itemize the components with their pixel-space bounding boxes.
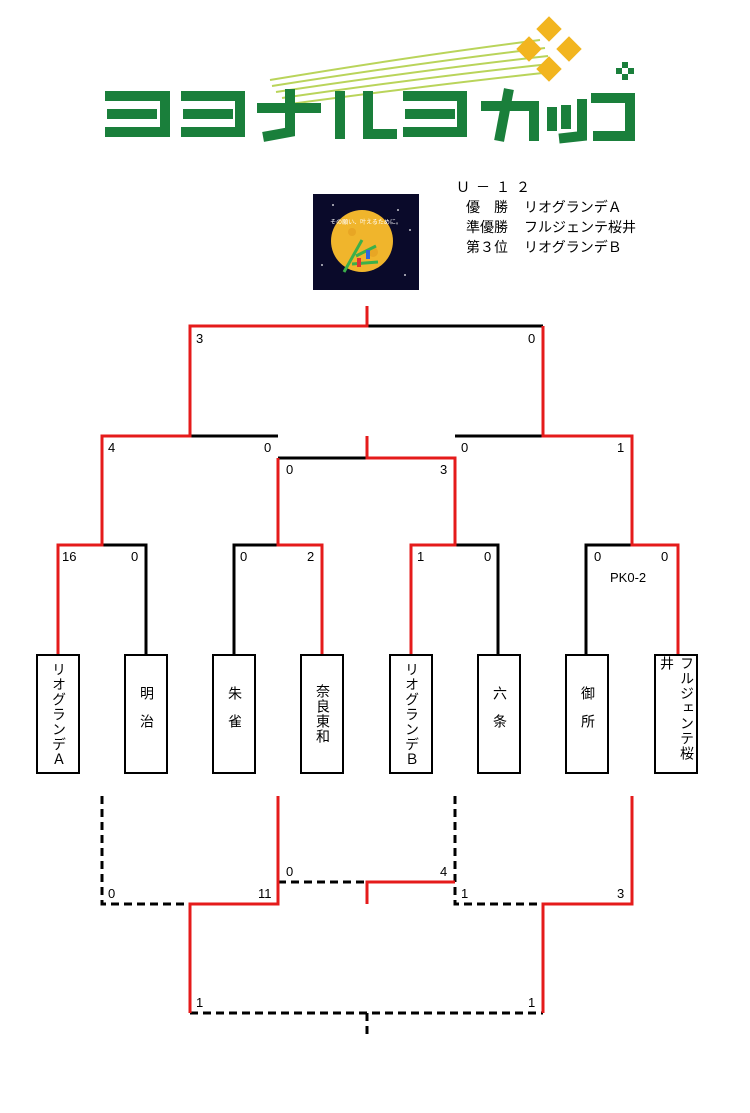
team-name: リオグランデＢ [403,661,419,767]
results-row-third: 第３位リオグランデＢ [456,238,636,258]
score-lower-center-left: 0 [286,864,293,879]
score-r2m1-left: 4 [108,440,115,455]
results-category-row: Ｕ－１２ [456,178,636,198]
score-third-left: 1 [196,995,203,1010]
score-r1m4-right: 0 [661,549,668,564]
score-lower-center-right: 4 [440,864,447,879]
team-name: 六条 [491,686,507,742]
team-name: フルジェンテ桜井 [658,656,694,761]
score-lower-m1-right: 11 [258,886,272,901]
team-box-meiji: 明治 [124,654,168,774]
bracket-lines-upper [102,324,632,654]
team-name: 明治 [138,686,154,742]
team-name: 御所 [579,686,595,742]
score-r1m1-right: 0 [131,549,138,564]
bracket-lines-lower-winner [188,796,634,1013]
score-lower-m2-left: 1 [461,886,468,901]
score-semi-right: 3 [440,462,447,477]
results-team-champion: リオグランデＡ [524,200,622,216]
score-lower-m1-left: 0 [108,886,115,901]
results-category: Ｕ－１２ [456,180,536,196]
team-box-suzaku: 朱雀 [212,654,256,774]
logo: タナバタカップ [105,16,635,151]
results-team-third: リオグランデＢ [524,240,622,256]
results-row-runner-up: 準優勝フルジェンテ桜井 [456,218,636,238]
results-row-champion: 優 勝リオグランデＡ [456,198,636,218]
score-r1m2-left: 0 [240,549,247,564]
logo-title: タナバタカップ [367,148,374,151]
score-r1m4-left: 0 [594,549,601,564]
results-label-champion: 優 勝 [466,200,508,216]
bracket-lines-lower-dashed [100,796,543,1036]
team-box-nara-towa: 奈良東和 [300,654,344,774]
team-name: 朱雀 [226,686,242,742]
score-r2m1-right: 0 [264,440,271,455]
results-summary: Ｕ－１２ 優 勝リオグランデＡ 準優勝フルジェンテ桜井 第３位リオグランデＢ [456,178,636,258]
score-final-right: 0 [528,331,535,346]
score-r2m2-right: 1 [617,440,624,455]
pk-note: PK0-2 [610,570,647,585]
star-icon [516,16,582,82]
results-team-runner-up: フルジェンテ桜井 [524,220,636,236]
results-label-third: 第３位 [466,240,508,256]
team-box-gose: 御所 [565,654,609,774]
results-label-runner-up: 準優勝 [466,220,508,236]
team-box-furujente-sakurai: フルジェンテ桜井 [654,654,698,774]
banner-caption: その願い、叶えるために。 [330,218,402,226]
team-box-rio-grande-a: リオグランデＡ [36,654,80,774]
sparkle-icon [616,62,634,80]
score-r2m2-left: 0 [461,440,468,455]
score-lower-m2-right: 3 [617,886,624,901]
logo-letter-art [105,88,635,144]
bracket-lines-winner [56,306,680,654]
score-third-right: 1 [528,995,535,1010]
scores: 16 0 0 2 1 0 0 0 4 0 0 1 0 3 3 0 0 11 0 … [62,331,668,1010]
logo-streaks [269,39,553,105]
score-r1m2-right: 2 [307,549,314,564]
banner-image: その願い、叶えるために。 [313,194,419,290]
score-r1m1-left: 16 [62,549,76,564]
team-box-rio-grande-b: リオグランデＢ [389,654,433,774]
score-r1m3-left: 1 [417,549,424,564]
team-name: リオグランデＡ [50,661,66,767]
score-r1m3-right: 0 [484,549,491,564]
score-semi-left: 0 [286,462,293,477]
score-final-left: 3 [196,331,203,346]
team-name: 奈良東和 [314,684,330,744]
team-box-rokujo: 六条 [477,654,521,774]
